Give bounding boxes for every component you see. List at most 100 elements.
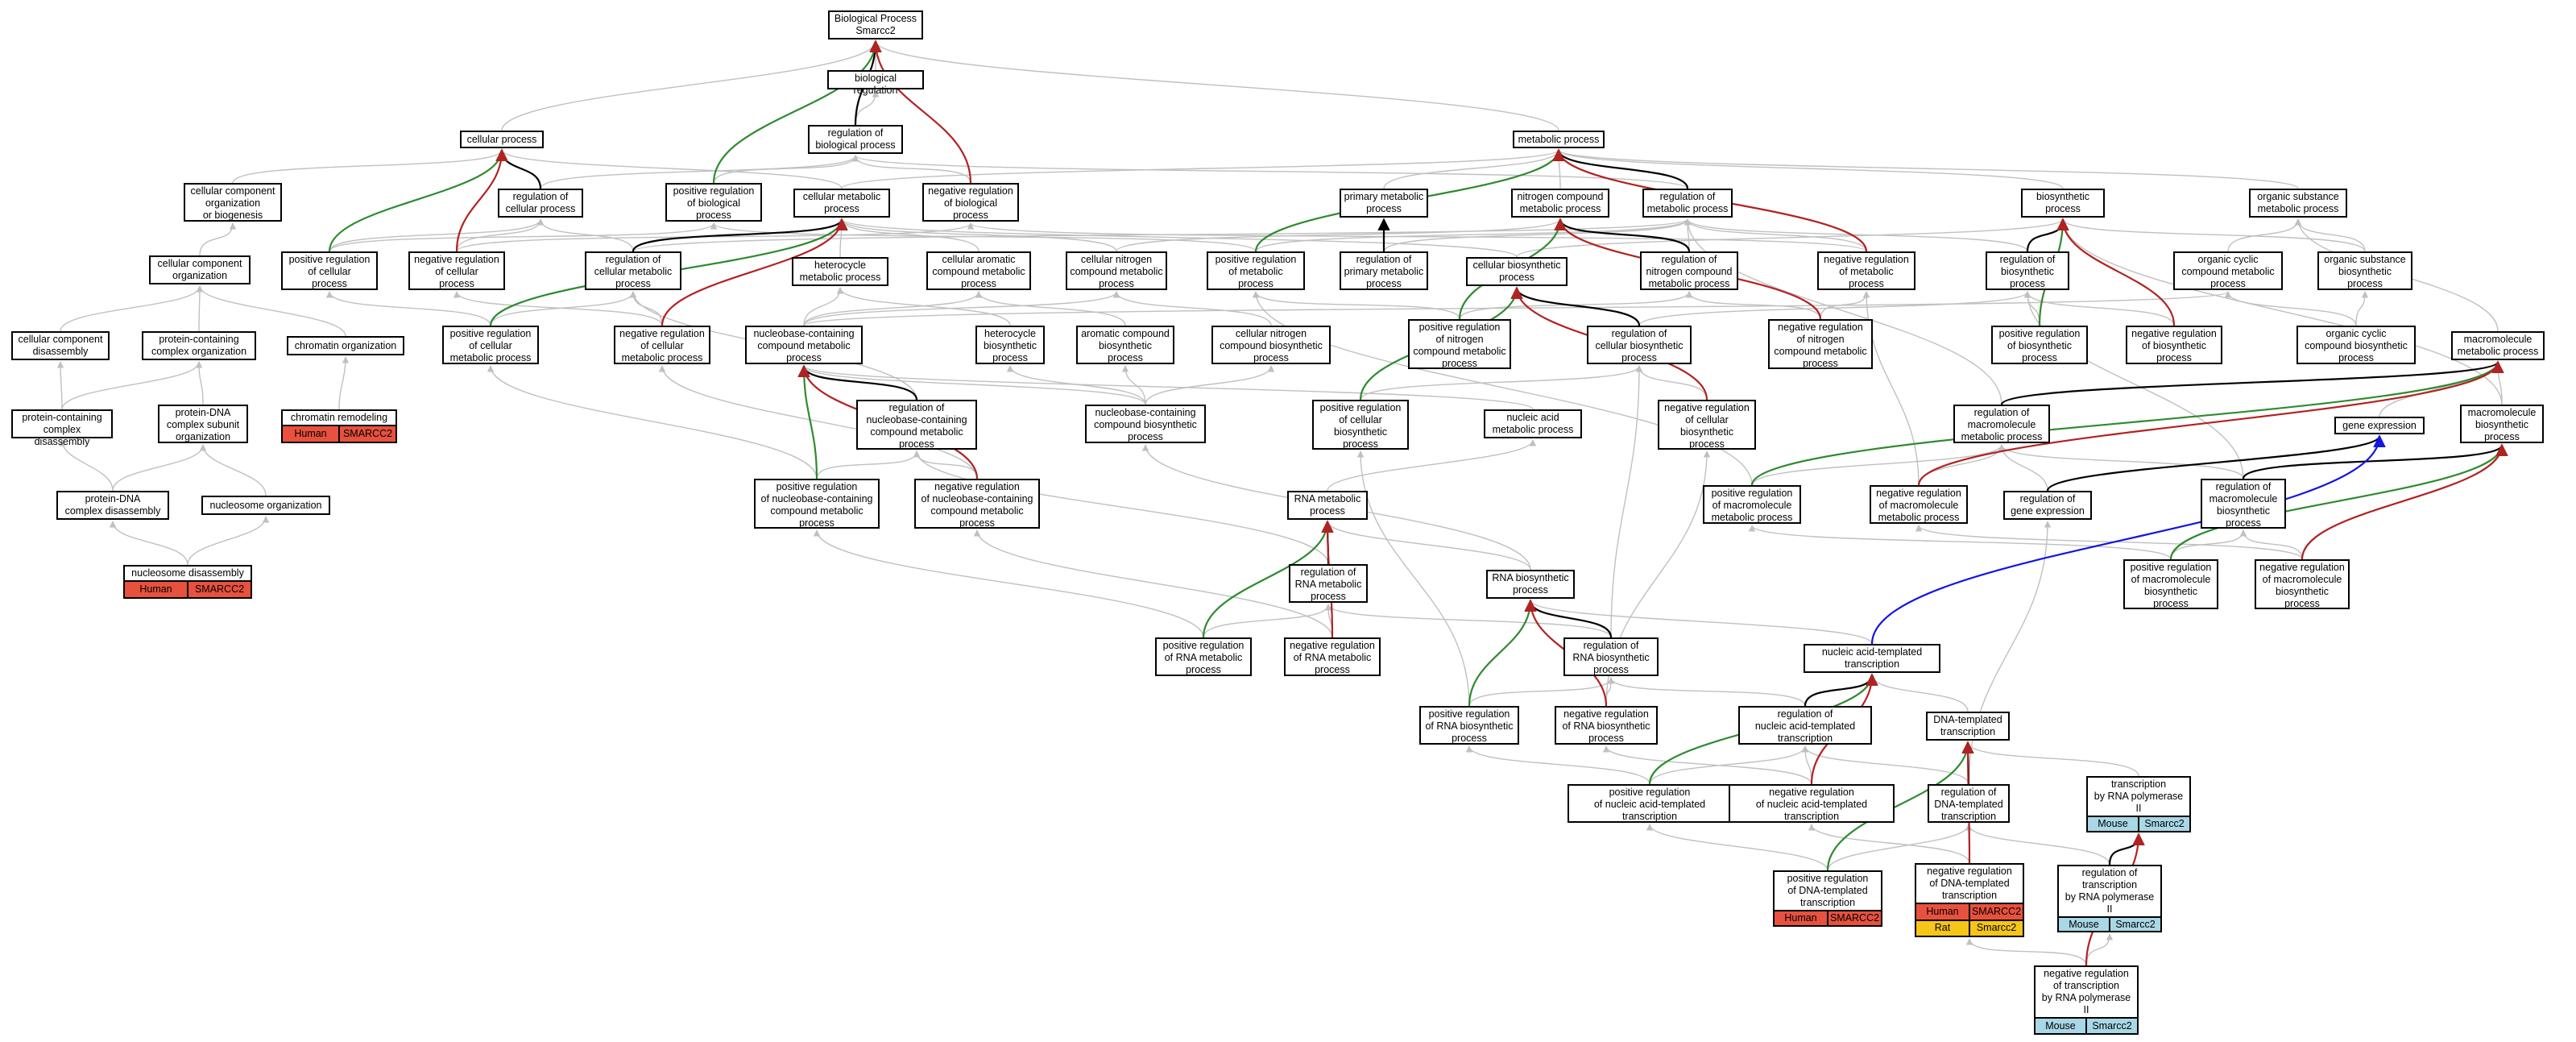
go-term-reg-macromolecule-mp[interactable]: regulation of macromolecule metabolic pr… [1953, 405, 2050, 443]
go-term-gene-expression[interactable]: gene expression [2334, 417, 2425, 434]
go-term-bp[interactable]: Biological Process Smarcc2 [828, 10, 923, 39]
go-term-biological-regulation[interactable]: biological regulation [827, 70, 924, 96]
go-term-nucleic-acid-templated-transcription[interactable]: nucleic acid-templated transcription [1804, 644, 1940, 673]
go-term-reg-gene-expression[interactable]: regulation of gene expression [2003, 491, 2092, 520]
go-term-reg-nucleobase-containing-compound-mp[interactable]: regulation of nucleobase-containing comp… [856, 400, 977, 450]
go-term-pos-reg-biosynthetic-process[interactable]: positive regulation of biosynthetic proc… [1991, 326, 2088, 364]
go-term-reg-nitrogen-compound-mp[interactable]: regulation of nitrogen compound metaboli… [1640, 251, 1738, 290]
go-term-macromolecule-mp[interactable]: macromolecule metabolic process [2451, 331, 2545, 360]
go-term-reg-dna-templated-transcription[interactable]: regulation of DNA-templated transcriptio… [1928, 784, 2010, 823]
go-term-pos-reg-cellular-metabolic-process[interactable]: positive regulation of cellular metaboli… [442, 326, 539, 364]
go-term-reg-metabolic-process[interactable]: regulation of metabolic process [1642, 189, 1733, 218]
go-term-neg-reg-biosynthetic-process[interactable]: negative regulation of biosynthetic proc… [2126, 326, 2222, 364]
go-term-neg-reg-rna-metabolic-process[interactable]: negative regulation of RNA metabolic pro… [1284, 637, 1381, 676]
go-term-nucleic-acid-mp[interactable]: nucleic acid metabolic process [1484, 409, 1582, 438]
edge-negative [2301, 443, 2508, 560]
go-term-reg-cellular-metabolic-process[interactable]: regulation of cellular metabolic process [585, 251, 681, 290]
go-term-reg-primary-metabolic-process[interactable]: regulation of primary metabolic process [1340, 251, 1428, 290]
go-term-neg-reg-rna-biosynthetic-process[interactable]: negative regulation of RNA biosynthetic … [1555, 706, 1658, 745]
go-term-pos-reg-biological-process[interactable]: positive regulation of biological proces… [665, 183, 762, 222]
go-term-pos-reg-cellular-process[interactable]: positive regulation of cellular process [281, 251, 378, 290]
go-term-reg-rna-metabolic-process[interactable]: regulation of RNA metabolic process [1289, 564, 1368, 603]
go-term-regulation-biological-process[interactable]: regulation of biological process [808, 125, 903, 154]
go-term-organic-cyclic-compound-biosynthetic[interactable]: organic cyclic compound biosynthetic pro… [2296, 326, 2416, 364]
go-term-chromatin-organization[interactable]: chromatin organization [287, 336, 404, 355]
go-term-reg-transcription-rna-pol[interactable]: regulation of transcription by RNA polym… [2057, 865, 2162, 932]
go-term-pos-reg-nitrogen-compound-mp[interactable]: positive regulation of nitrogen compound… [1408, 319, 1511, 369]
go-term-heterocycle-metabolic-process[interactable]: heterocycle metabolic process [792, 257, 888, 286]
go-term-protein-containing-complex-org[interactable]: protein-containing complex organization [142, 331, 256, 360]
go-term-neg-reg-nitrogen-compound-mp[interactable]: negative regulation of nitrogen compound… [1768, 319, 1873, 369]
go-term-pos-reg-dna-templated-transcription[interactable]: positive regulation of DNA-templated tra… [1773, 870, 1882, 927]
go-term-cellular-component-org-biogenesis[interactable]: cellular component organization or bioge… [184, 183, 282, 222]
go-term-reg-macromolecule-biosynthetic[interactable]: regulation of macromolecule biosynthetic… [2201, 479, 2286, 529]
go-term-metabolic-process[interactable]: metabolic process [1513, 131, 1605, 148]
go-term-regulation-cellular-process[interactable]: regulation of cellular process [498, 189, 583, 218]
go-term-nitrogen-compound-mp[interactable]: nitrogen compound metabolic process [1511, 189, 1609, 218]
go-term-neg-reg-nucleic-acid-templated-transcription[interactable]: negative regulation of nucleic acid-temp… [1729, 784, 1895, 823]
edge-is_a [338, 356, 350, 410]
go-term-aromatic-compound-biosynthetic[interactable]: aromatic compound biosynthetic process [1076, 326, 1174, 364]
go-term-pos-reg-metabolic-process[interactable]: positive regulation of metabolic process [1207, 251, 1305, 290]
go-term-label: negative regulation of cellular biosynth… [1664, 402, 1750, 450]
go-term-reg-nucleic-acid-templated-transcription[interactable]: regulation of nucleic acid-templated tra… [1738, 706, 1872, 745]
go-term-cellular-component-org[interactable]: cellular component organization [149, 255, 251, 284]
go-term-label: organic substance biosynthetic process [2324, 254, 2406, 289]
go-term-nucleosome-organization[interactable]: nucleosome organization [201, 496, 330, 515]
go-term-pos-reg-nucleobase-containing-compound-mp[interactable]: positive regulation of nucleobase-contai… [754, 479, 880, 529]
go-term-organic-substance-biosynthetic[interactable]: organic substance biosynthetic process [2317, 251, 2412, 290]
go-term-nucleobase-containing-compound-biosynthetic[interactable]: nucleobase-containing compound biosynthe… [1085, 405, 1206, 443]
go-term-label: cellular metabolic process [802, 191, 881, 214]
go-term-neg-reg-macromolecule-mp[interactable]: negative regulation of macromolecule met… [1870, 485, 1968, 524]
go-term-protein-containing-complex-disassembly[interactable]: protein-containing complex disassembly [11, 409, 113, 447]
go-term-pos-reg-cellular-biosynthetic-process[interactable]: positive regulation of cellular biosynth… [1312, 400, 1409, 450]
go-term-protein-dna-complex-subunit-org[interactable]: protein-DNA complex subunit organization [158, 405, 248, 443]
go-term-macromolecule-biosynthetic[interactable]: macromolecule biosynthetic process [2460, 405, 2544, 443]
go-term-cellular-biosynthetic-process[interactable]: cellular biosynthetic process [1466, 257, 1568, 286]
go-term-label: nucleic acid-templated transcription [1821, 646, 1923, 670]
edge-is_a [1868, 674, 1969, 712]
go-term-reg-biosynthetic-process[interactable]: regulation of biosynthetic process [1986, 251, 2069, 290]
go-term-dna-templated-transcription[interactable]: DNA-templated transcription [1926, 712, 2010, 741]
go-term-neg-reg-macromolecule-biosynthetic[interactable]: negative regulation of macromolecule bio… [2255, 559, 2350, 609]
go-term-neg-reg-metabolic-process[interactable]: negative regulation of metabolic process [1817, 251, 1915, 290]
go-term-neg-reg-nucleobase-containing-compound-mp[interactable]: negative regulation of nucleobase-contai… [914, 479, 1040, 529]
go-term-cellular-process[interactable]: cellular process [460, 131, 544, 148]
go-term-rna-metabolic-process[interactable]: RNA metabolic process [1287, 491, 1368, 520]
go-term-protein-dna-complex-disassembly[interactable]: protein-DNA complex disassembly [56, 491, 169, 520]
edge-is_a [540, 155, 859, 189]
edge-negative [2056, 218, 2176, 326]
go-term-neg-reg-transcription-rna-pol[interactable]: negative regulation of transcription by … [2034, 965, 2139, 1035]
go-term-cellular-nitrogen-compound-mp[interactable]: cellular nitrogen compound metabolic pro… [1066, 251, 1167, 290]
go-term-cellular-metabolic-process[interactable]: cellular metabolic process [793, 189, 890, 218]
go-term-pos-reg-rna-biosynthetic-process[interactable]: positive regulation of RNA biosynthetic … [1419, 706, 1519, 745]
go-term-pos-reg-macromolecule-biosynthetic[interactable]: positive regulation of macromolecule bio… [2123, 559, 2218, 609]
go-term-organic-substance-mp[interactable]: organic substance metabolic process [2249, 189, 2347, 218]
go-term-cellular-nitrogen-compound-biosynthetic[interactable]: cellular nitrogen compound biosynthetic … [1211, 326, 1331, 364]
go-term-neg-reg-cellular-biosynthetic-process[interactable]: negative regulation of cellular biosynth… [1658, 400, 1756, 450]
go-term-label: negative regulation of transcription by … [2041, 968, 2131, 1015]
go-term-organic-cyclic-compound-mp[interactable]: organic cyclic compound metabolic proces… [2173, 251, 2283, 290]
edge-part_of [2000, 360, 2504, 406]
go-term-primary-metabolic-process[interactable]: primary metabolic process [1340, 189, 1428, 218]
go-term-rna-biosynthetic-process[interactable]: RNA biosynthetic process [1486, 570, 1575, 599]
go-term-reg-rna-biosynthetic-process[interactable]: regulation of RNA biosynthetic process [1563, 637, 1659, 676]
go-term-pos-reg-rna-metabolic-process[interactable]: positive regulation of RNA metabolic pro… [1155, 637, 1252, 676]
go-term-nucleobase-containing-compound-mp[interactable]: nucleobase-containing compound metabolic… [745, 326, 863, 364]
go-term-pos-reg-macromolecule-mp[interactable]: positive regulation of macromolecule met… [1703, 485, 1801, 524]
edge-is_a [2355, 291, 2369, 326]
go-term-cellular-aromatic-compound-mp[interactable]: cellular aromatic compound metabolic pro… [926, 251, 1031, 290]
go-term-label: regulation of nitrogen compound metaboli… [1646, 254, 1733, 289]
go-term-biosynthetic-process[interactable]: biosynthetic process [2021, 189, 2105, 218]
go-term-pos-reg-nucleic-acid-templated-transcription[interactable]: positive regulation of nucleic acid-temp… [1568, 784, 1732, 823]
go-term-neg-reg-biological-process[interactable]: negative regulation of biological proces… [922, 183, 1019, 222]
go-term-neg-reg-cellular-process[interactable]: negative regulation of cellular process [408, 251, 505, 290]
go-term-reg-cellular-biosynthetic-process[interactable]: regulation of cellular biosynthetic proc… [1587, 326, 1692, 364]
go-term-heterocycle-biosynthetic[interactable]: heterocycle biosynthetic process [975, 326, 1045, 364]
go-term-neg-reg-cellular-metabolic-process[interactable]: negative regulation of cellular metaboli… [614, 326, 710, 364]
go-term-cellular-component-disassembly[interactable]: cellular component disassembly [11, 331, 110, 360]
go-term-neg-reg-dna-templated-transcription[interactable]: negative regulation of DNA-templated tra… [1915, 863, 2024, 937]
